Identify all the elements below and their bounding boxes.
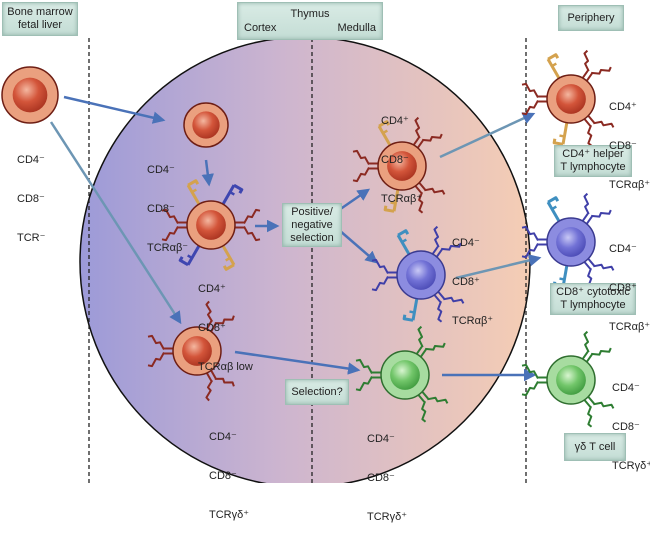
cell-nucleus bbox=[387, 151, 417, 181]
marker-text: CD4⁻ bbox=[147, 164, 175, 176]
cd4-helper-box: CD4⁺ helper T lymphocyte bbox=[554, 145, 632, 177]
thymus-title: Thymus bbox=[290, 8, 330, 20]
marker-text: CD4⁺ bbox=[609, 101, 637, 113]
box-line: CD4⁺ helper bbox=[562, 148, 624, 160]
label-periph-cd8: CD4⁻ CD8⁺ TCRαβ⁺ bbox=[609, 217, 650, 347]
cell-medulla-cd8 bbox=[371, 225, 465, 323]
marker-text: TCRγδ⁺ bbox=[367, 511, 408, 523]
marker-text: CD8⁻ bbox=[381, 154, 409, 166]
medulla-label: Medulla bbox=[337, 22, 376, 34]
region-thymus: Thymus Cortex Medulla bbox=[237, 2, 383, 40]
label-thymocyte-gd: CD4⁻ CD8⁻ TCRγδ⁺ bbox=[209, 405, 249, 535]
label-thymocyte-dn: CD4⁻ CD8⁻ TCRαβ⁻ bbox=[147, 138, 188, 268]
arrow-progenitor-to-gd bbox=[49, 121, 182, 325]
marker-text: CD4⁻ bbox=[17, 154, 45, 166]
cell-nucleus bbox=[182, 336, 212, 366]
marker-text: TCRγδ⁺ bbox=[612, 460, 650, 472]
cell-medulla-gd bbox=[355, 325, 449, 423]
marker-text: CD8⁻ bbox=[612, 421, 640, 433]
arrow-dn-to-dp bbox=[201, 159, 214, 187]
marker-text: TCR⁻ bbox=[17, 232, 46, 244]
cd8-cytotoxic-box: CD8⁺ cytotoxic T lymphocyte bbox=[550, 283, 636, 315]
cell-nucleus bbox=[192, 111, 220, 139]
box-line: CD8⁺ cytotoxic bbox=[556, 286, 630, 298]
arrow-selection-to-cd4 bbox=[338, 188, 371, 212]
cell-nucleus bbox=[556, 227, 586, 257]
cell-medulla-cd4 bbox=[352, 116, 446, 214]
marker-text: CD4⁺ bbox=[381, 115, 409, 127]
cell-periph-cd8 bbox=[521, 192, 615, 290]
label-periph-gd: CD4⁻ CD8⁻ TCRγδ⁺ bbox=[612, 356, 650, 486]
marker-text: TCRαβ⁺ bbox=[381, 193, 423, 205]
region-label: Periphery bbox=[567, 11, 615, 24]
marker-text: CD4⁻ bbox=[452, 237, 480, 249]
label-thymocyte-dp: CD4⁺ CD8⁺ TCRαβ low bbox=[198, 257, 253, 387]
marker-text: TCRαβ⁺ bbox=[609, 179, 650, 191]
arrows bbox=[49, 95, 542, 382]
marker-text: CD8⁻ bbox=[209, 470, 237, 482]
box-line: selection bbox=[290, 231, 334, 244]
cell-periph-gd bbox=[521, 330, 615, 428]
cortex-label: Cortex bbox=[244, 22, 277, 34]
marker-text: CD4⁻ bbox=[209, 431, 237, 443]
marker-text: CD8⁺ bbox=[452, 276, 480, 288]
cell-nucleus bbox=[556, 365, 586, 395]
box-line: Selection? bbox=[291, 385, 343, 398]
marker-text: CD4⁺ bbox=[198, 283, 226, 295]
cell-nucleus bbox=[390, 360, 420, 390]
selection-question-box: Selection? bbox=[285, 379, 349, 405]
cell-periph-cd4 bbox=[521, 49, 615, 147]
marker-text: CD8⁻ bbox=[17, 193, 45, 205]
label-medulla-gd: CD4⁻ CD8⁻ TCRγδ⁺ bbox=[367, 407, 407, 537]
cell-thymocyte-dn bbox=[183, 102, 229, 148]
region-periphery: Periphery bbox=[558, 5, 624, 31]
region-label: fetal liver bbox=[17, 19, 63, 31]
marker-text: CD8⁻ bbox=[609, 140, 637, 152]
marker-text: CD4⁻ bbox=[367, 433, 395, 445]
box-line: T lymphocyte bbox=[560, 161, 626, 173]
marker-text: TCRαβ low bbox=[198, 361, 253, 373]
arrow-cd4-to-periphery bbox=[439, 112, 536, 159]
region-label: Bone marrow bbox=[7, 6, 73, 18]
arrow-cd8-to-periphery bbox=[455, 254, 542, 280]
label-periph-cd4: CD4⁺ CD8⁻ TCRαβ⁺ bbox=[609, 75, 650, 205]
region-bone-marrow: Bone marrow fetal liver bbox=[2, 2, 78, 36]
t-cell-development-diagram bbox=[1, 36, 615, 483]
box-line: γδ T cell bbox=[574, 440, 616, 453]
cell-nucleus bbox=[12, 77, 48, 113]
marker-text: TCRγδ⁺ bbox=[209, 509, 250, 521]
marker-text: CD4⁻ bbox=[612, 382, 640, 394]
marker-text: CD8⁻ bbox=[147, 203, 175, 215]
arrow-selection-to-cd8 bbox=[338, 229, 378, 264]
marker-text: TCRαβ⁻ bbox=[147, 242, 189, 254]
marker-text: CD8⁺ bbox=[198, 322, 226, 334]
box-line: Positive/ bbox=[291, 205, 333, 218]
marker-text: CD8⁻ bbox=[367, 472, 395, 484]
label-medulla-cd8: CD4⁻ CD8⁺ TCRαβ⁺ bbox=[452, 211, 493, 341]
box-line: negative bbox=[291, 218, 333, 231]
gd-t-cell-box: γδ T cell bbox=[564, 433, 626, 461]
cell-nucleus bbox=[406, 260, 436, 290]
cell-progenitor bbox=[1, 66, 59, 124]
marker-text: CD8⁺ bbox=[609, 282, 637, 294]
arrow-gd-to-medulla bbox=[234, 350, 361, 375]
cell-nucleus bbox=[196, 210, 226, 240]
cell-nucleus bbox=[556, 84, 586, 114]
cell-thymocyte-dp bbox=[161, 179, 261, 271]
label-medulla-cd4: CD4⁺ CD8⁻ TCRαβ⁺ bbox=[381, 89, 422, 219]
label-progenitor: CD4⁻ CD8⁻ TCR⁻ bbox=[17, 128, 45, 258]
marker-text: CD4⁻ bbox=[609, 243, 637, 255]
marker-text: TCRαβ⁺ bbox=[609, 321, 650, 333]
marker-text: TCRαβ⁺ bbox=[452, 315, 494, 327]
arrow-progenitor-to-dn bbox=[63, 95, 166, 124]
positive-negative-selection-box: Positive/ negative selection bbox=[282, 203, 342, 247]
box-line: T lymphocyte bbox=[560, 299, 626, 311]
cell-thymocyte-gd bbox=[147, 300, 235, 402]
